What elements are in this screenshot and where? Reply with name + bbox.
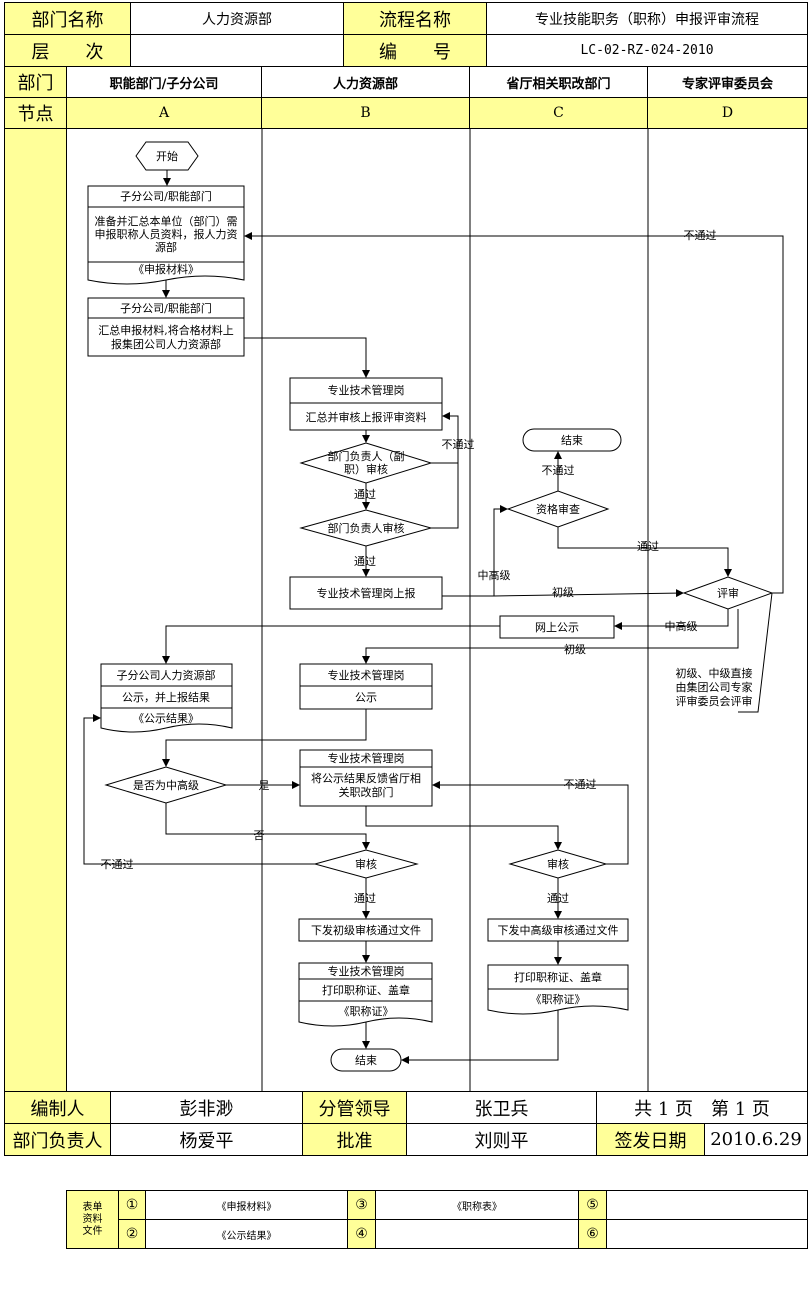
d-note-2: 由集团公司专家 bbox=[676, 680, 753, 694]
b1-box bbox=[289, 377, 443, 431]
b6-doc-label: 《职称证》 bbox=[339, 1004, 394, 1018]
form-val-1: 《申报材料》 bbox=[145, 1190, 348, 1220]
b-review-label: 审核 bbox=[355, 857, 377, 871]
form-val-6 bbox=[606, 1219, 808, 1249]
d-note-3: 评审委员会评审 bbox=[676, 694, 753, 708]
author-label: 编制人 bbox=[4, 1091, 111, 1124]
page-count: 共 1 页 第 1 页 bbox=[596, 1091, 808, 1124]
form-num-1: ① bbox=[118, 1190, 146, 1220]
d-note-1: 初级、中级直接 bbox=[676, 666, 753, 680]
d2-pass: 通过 bbox=[354, 555, 376, 568]
forms-label: 表单 资料 文件 bbox=[66, 1190, 119, 1249]
b4-box bbox=[299, 749, 433, 807]
b2-label: 专业技术管理岗上报 bbox=[317, 586, 416, 600]
leader-value: 张卫兵 bbox=[406, 1091, 597, 1124]
a3-doc bbox=[100, 707, 233, 733]
no-label: 否 bbox=[254, 829, 265, 842]
c6-doc bbox=[487, 988, 629, 1015]
b3-head: 专业技术管理岗 bbox=[328, 668, 405, 682]
form-val-2: 《公示结果》 bbox=[145, 1219, 348, 1249]
flowchart: 开始 子分公司/职能部门 准备并汇总本单位（部门）需 申报职称人员资料，报人力资… bbox=[83, 128, 784, 1092]
b6-doc bbox=[298, 1000, 433, 1027]
lane-a-node: A bbox=[66, 97, 262, 129]
qualification-check bbox=[506, 490, 610, 528]
end-terminal-c bbox=[522, 428, 622, 452]
a1-doc bbox=[87, 261, 245, 285]
approve-label: 批准 bbox=[302, 1123, 407, 1156]
a3-doc-label: 《公示结果》 bbox=[133, 712, 199, 725]
a1-head: 子分公司/职能部门 bbox=[120, 189, 212, 203]
c-check-label: 资格审查 bbox=[536, 502, 580, 516]
b4-body-1: 将公示结果反馈省厅相 bbox=[311, 772, 421, 785]
b-review-decision bbox=[313, 849, 419, 879]
dept-name-label: 部门名称 bbox=[4, 2, 131, 35]
end-label-b: 结束 bbox=[355, 1054, 377, 1067]
c6-doc-label: 《职称证》 bbox=[531, 992, 586, 1006]
b-review-pass: 通过 bbox=[354, 892, 376, 905]
a1-body-3: 源部 bbox=[155, 240, 177, 254]
form-val-4 bbox=[375, 1219, 579, 1249]
connectors bbox=[83, 170, 784, 1064]
form-num-5: ⑤ bbox=[578, 1190, 607, 1220]
c-publish-label: 网上公示 bbox=[535, 621, 579, 634]
c-pass-label: 通过 bbox=[637, 540, 659, 553]
a3-head: 子分公司人力资源部 bbox=[117, 668, 216, 682]
a3-body: 公示，并上报结果 bbox=[122, 690, 210, 704]
start-label: 开始 bbox=[156, 149, 178, 163]
a1-body-1: 准备并汇总本单位（部门）需 bbox=[95, 214, 238, 228]
form-num-3: ③ bbox=[347, 1190, 376, 1220]
issue-date-label: 签发日期 bbox=[596, 1123, 705, 1156]
leader-label: 分管领导 bbox=[302, 1091, 407, 1124]
form-num-4: ④ bbox=[347, 1219, 376, 1249]
dept-head-label: 部门负责人 bbox=[4, 1123, 111, 1156]
c-review-label: 审核 bbox=[547, 857, 569, 871]
form-val-3: 《职称表》 bbox=[375, 1190, 579, 1220]
approve-value: 刘则平 bbox=[406, 1123, 597, 1156]
primary-label-2: 初级 bbox=[564, 642, 586, 656]
start-terminal bbox=[135, 141, 199, 171]
a2-head: 子分公司/职能部门 bbox=[120, 301, 212, 315]
d1-pass: 通过 bbox=[354, 488, 376, 501]
forms-label-1: 表单 bbox=[82, 1201, 103, 1213]
a2-box bbox=[87, 297, 245, 357]
lane-b-node: B bbox=[261, 97, 470, 129]
d1-label-1: 部门负责人（副 bbox=[328, 449, 405, 463]
dept-head-value: 杨爱平 bbox=[110, 1123, 303, 1156]
b3-body: 公示 bbox=[355, 691, 377, 704]
side-column bbox=[4, 128, 67, 1092]
a1-box bbox=[87, 185, 245, 265]
b6-body: 打印职称证、盖章 bbox=[322, 983, 410, 997]
primary-label-1: 初级 bbox=[552, 585, 574, 599]
code-label: 编 号 bbox=[343, 34, 487, 67]
issue-date-value: 2010.6.29 bbox=[704, 1123, 808, 1156]
b2-box bbox=[289, 576, 443, 610]
c5-label: 下发中高级审核通过文件 bbox=[498, 923, 619, 937]
lane-dividers bbox=[261, 128, 649, 1092]
lane-c-node: C bbox=[469, 97, 648, 129]
b1-body: 汇总并审核上报评审资料 bbox=[306, 410, 427, 424]
b6-head: 专业技术管理岗 bbox=[328, 964, 405, 978]
forms-label-2: 资料 bbox=[82, 1213, 103, 1225]
form-val-5 bbox=[606, 1190, 808, 1220]
a2-body-2: 报集团公司人力资源部 bbox=[111, 337, 221, 351]
form-num-6: ⑥ bbox=[578, 1219, 607, 1249]
b4-head: 专业技术管理岗 bbox=[328, 751, 405, 765]
end-label-c: 结束 bbox=[561, 434, 583, 447]
a-decision-label: 是否为中高级 bbox=[133, 778, 199, 792]
a2-body-1: 汇总申报材料,将合格材料上 bbox=[98, 323, 234, 337]
form-num-2: ② bbox=[118, 1219, 146, 1249]
b4-body-2: 关职改部门 bbox=[339, 785, 394, 799]
d2-label: 部门负责人审核 bbox=[328, 521, 405, 535]
d-review-label: 评审 bbox=[717, 586, 739, 600]
b5-label: 下发初级审核通过文件 bbox=[311, 923, 421, 937]
b1-head: 专业技术管理岗 bbox=[328, 383, 405, 397]
a1-doc-label: 《申报材料》 bbox=[133, 262, 199, 276]
forms-label-3: 文件 bbox=[82, 1225, 103, 1237]
lane-d-node: D bbox=[647, 97, 808, 129]
d1-label-2: 职）审核 bbox=[344, 462, 388, 476]
author-value: 彭非渺 bbox=[110, 1091, 303, 1124]
a1-body-2: 申报职称人员资料，报人力资 bbox=[95, 227, 238, 241]
c6-body: 打印职称证、盖章 bbox=[514, 970, 602, 984]
